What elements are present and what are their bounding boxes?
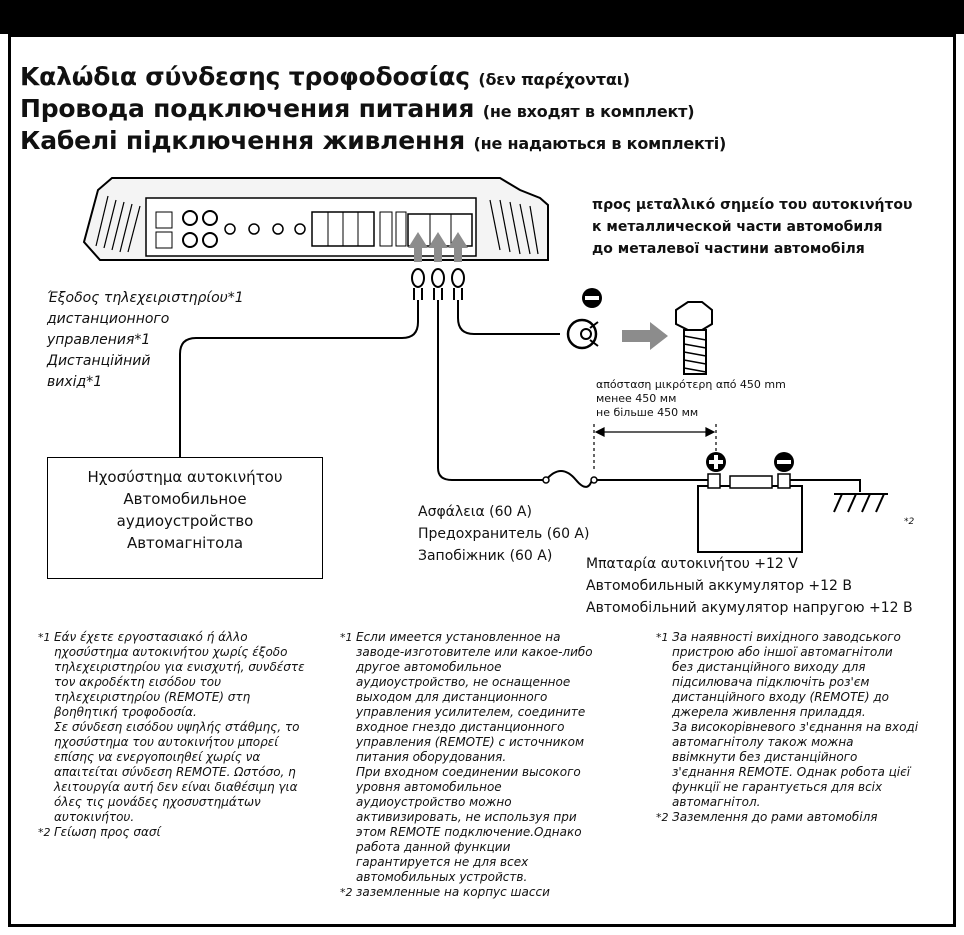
footnote-1-mark: *1 [38,631,51,644]
fuse-label-ukrainian: Запобіжник (60 A) [418,548,553,564]
footnote-line: ηχοσύστημα του αυτοκινήτου μπορεί [54,735,279,749]
footnote-line: этом REMOTE подключение.Однако [356,825,582,839]
footnote-2-mark: *2 [38,826,51,839]
distance-label-russian: менее 450 мм [596,392,677,405]
footnote-line: автомобильных устройств. [356,870,528,884]
footnote-2-mark: *2 [340,886,353,899]
title-ukrainian: Кабелі підключення живлення (не надаютьс… [20,126,727,155]
footnote-line: пристрою або іншої автомагнітоли [672,645,893,659]
footnote-line: απαιτείται σύνδεση REMOTE. Ωστόσο, η [54,765,296,779]
footnote-line: автомагнітол. [672,795,761,809]
footnote-line: Заземлення до рами автомобіля [672,810,878,824]
battery-label-greek: Μπαταρία αυτοκινήτου +12 V [586,556,798,572]
ground-point-label-ukrainian: до металевої частини автомобіля [592,241,865,257]
footnote-line: джерела живлення приладдя. [672,705,866,719]
footnote-line: аудиоустройство можно [356,795,512,809]
car-audio-box: Ηχοσύστημα αυτοκινήτου Автомобильное ауд… [47,457,323,579]
footnote-line: аудиоустройство, не оснащенное [356,675,571,689]
footnote-line: αυτοκινήτου. [54,810,135,824]
footnote-line: Γείωση προς σασί [54,825,161,839]
footnote-line: βοηθητική τροφοδοσία. [54,705,197,719]
amplifier-illustration [82,177,549,261]
footnote-2-mark: *2 [656,811,669,824]
footnote-line: заводе-изготовителе или какое-либо [356,645,593,659]
terminal-arrows [408,232,468,262]
battery-label-ukrainian: Автомобільний акумулятор напругою +12 В [586,600,913,616]
footnote-line: з'єднання REMOTE. Однак робота цієї [672,765,911,779]
chassis-ground-icon [833,493,888,513]
footnote-line: підсилювача підключіть роз'єм [672,675,870,689]
battery-label-russian: Автомобильный аккумулятор +12 В [586,578,853,594]
remote-output-line-2: дистанционного [47,311,170,327]
footnote-line: управления (REMOTE) с источником [356,735,585,749]
footnote-line: гарантируется не для всех [356,855,529,869]
footnote-line: όλες τις μονάδες ηχοσυστημάτων [54,795,261,809]
title-russian: Провода подключения питания (не входят в… [20,94,695,123]
car-audio-russian-2: аудиоустройство [116,512,254,530]
plus-icon [706,452,726,472]
footnote-line: управления усилителем, соедините [356,705,586,719]
footnote-line: επίσης να ενεργοποιηθεί χωρίς να [54,750,261,764]
footnote-line: Σε σύνδεση εισόδου υψηλής στάθμης, το [54,720,300,734]
footnote-line: другое автомобильное [356,660,502,674]
minus-icon-battery [774,452,794,472]
remote-output-line-3: управления*1 [47,332,151,348]
footnote-line: ввімкнути без дистанційного [672,750,858,764]
bolt-icon [675,301,713,375]
minus-icon [582,288,602,308]
fuse-label-greek: Ασφάλεια (60 A) [418,504,532,520]
footnote-line: автомагнітолу також можна [672,735,854,749]
footnote-1-mark: *1 [340,631,353,644]
footnote-line: τηλεχειριστηρίου για ενισχυτή, συνδέστε [54,660,305,674]
remote-output-line-4: Дистанційний [47,353,151,369]
car-audio-ukrainian: Автомагнітола [126,534,244,552]
footnote-line: входное гнездо дистанционного [356,720,565,734]
distance-label-greek: απόσταση μικρότερη από 450 mm [596,378,786,391]
footnote-line: питания оборудования. [356,750,507,764]
footnote-1-mark: *1 [656,631,669,644]
wire-lugs [411,268,465,300]
ground-lug [566,318,599,350]
remote-output-line-1: Έξοδος τηλεχειριστηρίου*1 [47,290,244,306]
footnote-line: активизировать, не используя при [356,810,577,824]
footnote-line: λειτουργία αυτή δεν είναι διαθέσιμη για [54,780,298,794]
footnote-line: дистанційного входу (REMOTE) до [672,690,890,704]
footnote-line: Εάν έχετε εργοστασιακό ή άλλο [54,630,248,644]
battery-illustration [697,473,803,553]
footnote-line: За наявності вихідного заводського [672,630,901,644]
distance-label-ukrainian: не більше 450 мм [596,406,699,419]
footnote-line: уровня автомобильное [356,780,502,794]
footnote-line: функції не гарантується для всіх [672,780,883,794]
footnote-line: работа данной функции [356,840,511,854]
footnote-line: При входном соединении высокого [356,765,581,779]
top-black-bar [0,0,964,34]
fuse-label-russian: Предохранитель (60 A) [418,526,590,542]
ground-point-label-russian: к металлической части автомобиля [592,219,883,235]
footnote-line: τηλεχειριστηρίου (REMOTE) στη [54,690,251,704]
footnote-line: заземленные на корпус шасси [356,885,550,899]
ground-arrow [622,322,668,350]
remote-output-line-5: вихід*1 [47,374,103,390]
distance-dimension [593,424,717,472]
footnote-line: Если имеется установленное на [356,630,561,644]
car-audio-russian-1: Автомобильное [123,490,247,508]
ground-footnote-mark: *2 [904,517,915,527]
ground-point-label-greek: προς μεταλλικό σημείο του αυτοκινήτου [592,197,913,213]
footnote-line: За високорівневого з'єднання на вході [672,720,919,734]
car-audio-greek: Ηχοσύστημα αυτοκινήτου [87,468,283,486]
footnote-line: выходом для дистанционного [356,690,548,704]
footnote-line: ηχοσύστημα αυτοκινήτου χωρίς έξοδο [54,645,288,659]
wires [179,300,861,492]
footnote-line: τον ακροδέκτη εισόδου του [54,675,222,689]
title-greek: Καλώδια σύνδεσης τροφοδοσίας (δεν παρέχο… [20,62,630,91]
footnote-line: без дистанційного виходу для [672,660,866,674]
